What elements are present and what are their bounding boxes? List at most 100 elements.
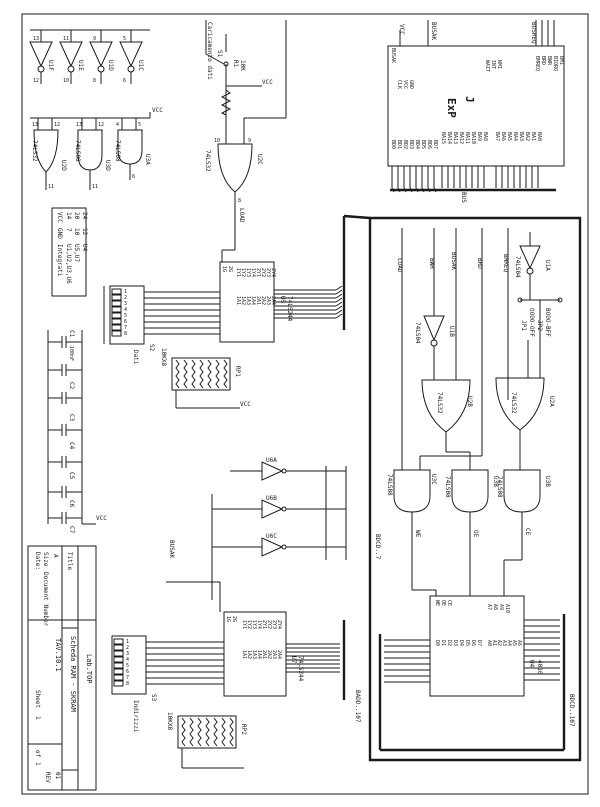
sheet-border [21,13,589,795]
left-gate-group: 74LS32 U2D 13 12 11 74LS08 U3D 13 12 11 … [30,107,163,190]
capacitor-c6: C6 [48,486,82,508]
net-ce: CE [524,528,531,536]
capacitor-bank: VCC C1 100nF C2 C3 C4 C5 [47,330,107,534]
gate-unit: U2B [466,396,473,407]
pin-label: 13 [76,122,82,128]
pin-label: 9 [248,138,251,144]
net-busreq: BUSREQ [530,22,537,44]
dip-position-label: 3 [124,301,127,307]
memory-ref: U4 [528,660,535,668]
net-label: BMREQ [502,254,509,272]
pin-label: 11 [63,36,69,42]
rev-value: 01 [54,772,61,780]
jumper-label: BOOO-BFF [544,308,551,337]
output-pin: 2Y3 [271,620,277,629]
jumper-label: OOOO-OFF [528,308,535,337]
gate-type: 74LS04 [414,322,421,344]
connector-pin: BRD [540,56,546,65]
dip-position-label: 4 [124,307,127,313]
resistor-pack-rp1: RP1 10KX8 VCC [160,348,251,409]
connector-pin: BA2 [524,132,530,141]
memory-addr-pin: A1 [491,640,497,646]
inverter-u1c: U1C 5 6 [119,30,144,84]
gate-type: 74LS08 [496,476,503,498]
pin-label: 13 [33,36,39,42]
dip-label: Dati [132,350,139,365]
net-load: LOAD [238,208,245,223]
connector-pin: BWR [546,56,552,66]
gate-u3b-oe: U3B 74LS08 OE [444,469,499,596]
capacitor-ref: C1 [68,330,75,338]
net-label: BUSAK [450,252,457,270]
dip-position-label: 6 [124,319,127,325]
connector-pin: BD2 [402,140,408,149]
capacitor-ref: C6 [68,500,75,508]
net-bdata2: BDCD..107 [568,694,575,727]
rev-label: REV [44,772,51,783]
input-pin: 2A2 [266,650,272,659]
capacitor-c2: C2 [48,364,82,390]
dip-position-label: 5 [126,663,129,669]
gate-u2c: 74LS32 U2C 10 9 8 [204,138,263,204]
u7-output-wires: BADD..107 [286,620,361,723]
dip-position-label: 7 [124,325,127,331]
connector-name: ExP [445,98,458,118]
pin-label: 13 [32,122,38,128]
output-pin: 1Y4 [256,620,262,629]
connector-pin: BA12 [458,132,464,144]
gate-u6a: U6A [230,457,346,481]
connector-pin: VCC [402,80,408,89]
inverter-label: U1E [77,60,84,71]
dip-position-label: 1 [124,289,127,295]
input-pin: 2A2 [260,296,266,305]
memory-addr-pin: A2 [496,640,502,646]
dip-position-label: 2 [126,645,129,651]
date-label: Date: [34,552,41,570]
pin-label: 12 [98,122,104,128]
power-table-cell: 14 [65,212,72,220]
vcc-label: VCC [240,401,251,408]
input-pin: 2A4 [276,650,282,659]
output-pin: 2Y4 [270,268,276,277]
inverter-u1d: U1D 9 8 [89,30,114,84]
dip-label: Indirizzi [132,700,139,733]
memory-addr-pin: A6 [516,640,522,646]
power-table-cell: U1,U2,U3,U6 [65,244,72,284]
output-pin: 1Y4 [250,268,256,277]
memory-wiring: BDCD..107 [378,589,575,752]
connector-pin: BA8 [482,132,488,141]
memory-addr-pin: A9 [498,604,504,610]
title-block: Date: Size A Document Number TAV.10.1 Sh… [27,545,97,791]
gate-type: 74LS32 [204,150,211,172]
input-pin: 1A4 [256,650,262,659]
title-value: Scheda RAM - SKRAM [69,636,77,712]
capacitor-ref: C3 [68,414,75,422]
connector-pin: BUSAK [390,48,396,63]
pin-label: 10 [63,78,69,84]
pin-label: 12 [33,78,39,84]
pin-label: 6 [123,78,126,84]
connector-pin: BA14 [446,132,452,144]
enable-pin: 1G [221,266,227,272]
power-table-cell: 24 [81,212,88,220]
power-table-header: Integrati [56,244,63,277]
memory-data-pin: D0 [434,640,440,646]
output-pin: 2Y1 [261,620,267,629]
connector-pin: GND [408,80,414,89]
connector-pin: BD6 [426,140,432,149]
connector-pin: BA11 [464,132,470,144]
connector-pin: BM1 [558,56,564,65]
pin-label: 5 [123,36,126,42]
gate-u3c: U3C 74LS08 WE [386,400,483,590]
output-pin: 1Y2 [246,620,252,629]
connector-pin: WAIT [484,60,490,72]
power-table-cell: U4 [81,244,88,252]
dip-position-label: 6 [126,669,129,675]
connector-pin: BA10 [470,132,476,144]
gate-type: 74LS08 [74,140,81,162]
power-table-header: VCC [56,212,63,223]
input-pin: 1A1 [235,296,241,305]
enable-pin: 2G [231,616,237,622]
memory-u4: U4 4016 WE OE CE D0 D1 D2 D3 D4 D5 D6 D7… [429,595,543,697]
connector-pin: BA15 [440,132,446,144]
